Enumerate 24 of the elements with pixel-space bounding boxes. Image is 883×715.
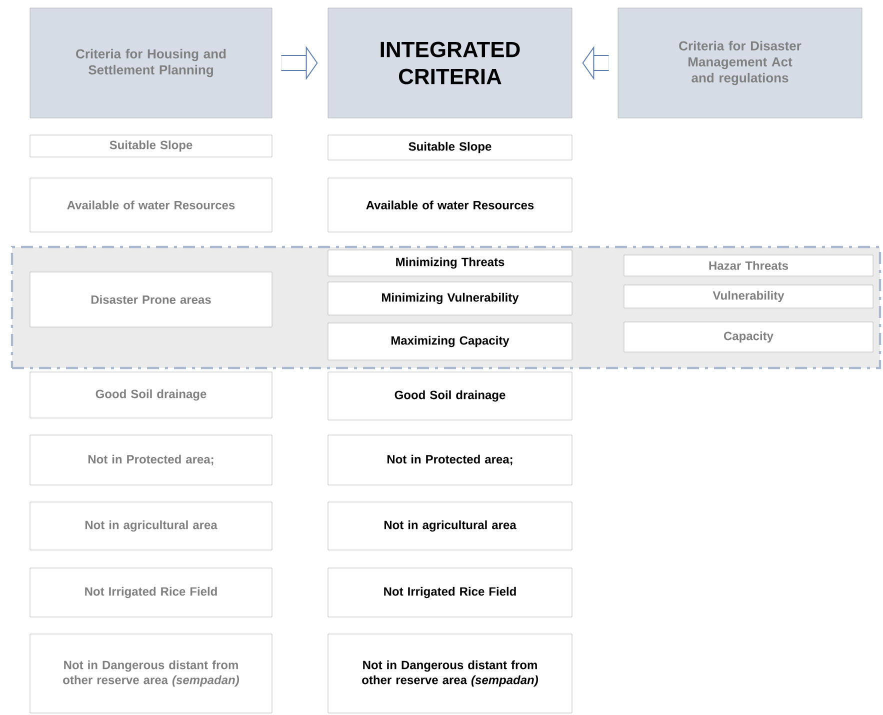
header-box: Criteria for Disaster Management Act and regulations bbox=[618, 8, 862, 118]
criteria-box: Available of water Resources bbox=[328, 178, 572, 232]
criteria-box: Disaster Prone areas bbox=[30, 272, 272, 328]
criteria-box: Capacity bbox=[624, 322, 874, 352]
criteria-box: Not in agricultural area bbox=[328, 502, 572, 550]
criteria-box: Minimizing Vulnerability bbox=[328, 282, 572, 316]
criteria-box: Not Irrigated Rice Field bbox=[30, 568, 272, 618]
criteria-box: Maximizing Capacity bbox=[328, 322, 572, 360]
criteria-box: Not in Protected area; bbox=[30, 434, 272, 486]
criteria-box: Suitable Slope bbox=[328, 134, 572, 160]
criteria-box: Vulnerability bbox=[624, 284, 874, 308]
criteria-box: Good Soil drainage bbox=[328, 372, 572, 420]
header-box: INTEGRATED CRITERIA bbox=[328, 8, 572, 118]
criteria-box: Not Irrigated Rice Field bbox=[328, 568, 572, 618]
criteria-box: Good Soil drainage bbox=[30, 372, 272, 418]
criteria-box: Not in Dangerous distant from other reserve area (sempadan) bbox=[328, 634, 572, 714]
criteria-box: Hazar Threats bbox=[624, 254, 874, 276]
header-box: Criteria for Housing and Settlement Planning bbox=[30, 8, 272, 118]
criteria-box: Available of water Resources bbox=[30, 178, 272, 232]
criteria-box: Suitable Slope bbox=[30, 134, 272, 158]
criteria-box: Not in Protected area; bbox=[328, 434, 572, 486]
criteria-box: Not in Dangerous distant from other reserve area (sempadan) bbox=[30, 634, 272, 714]
criteria-box: Not in agricultural area bbox=[30, 502, 272, 550]
criteria-box: Minimizing Threats bbox=[328, 250, 572, 276]
